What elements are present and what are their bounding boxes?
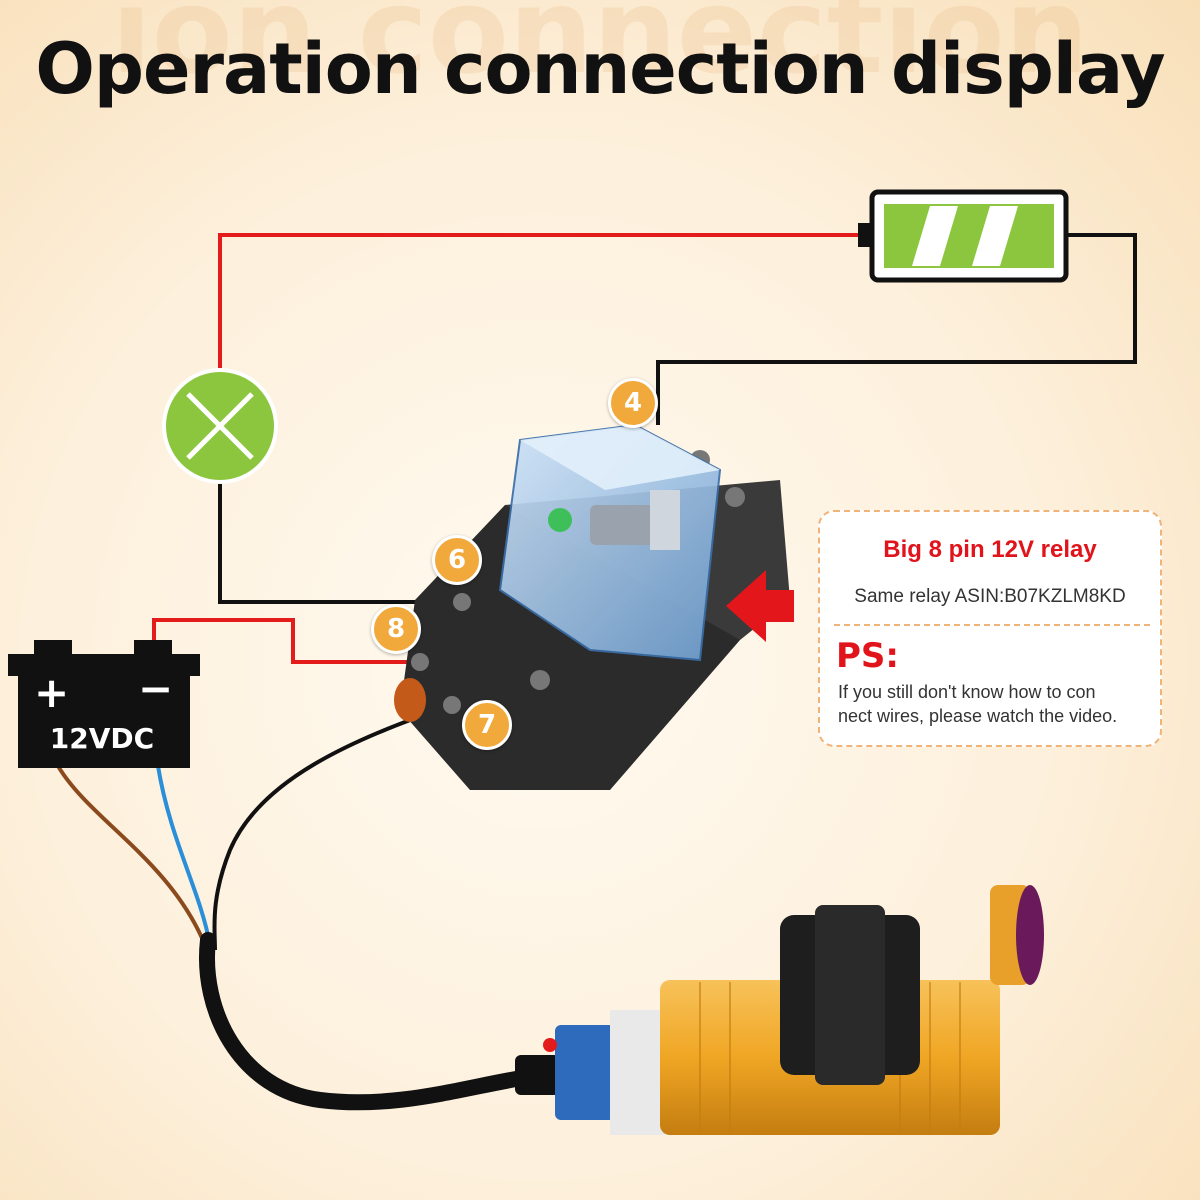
power-supply-plus: + bbox=[34, 668, 70, 717]
relay-case bbox=[498, 423, 722, 662]
photoelectric-sensor bbox=[515, 885, 1044, 1135]
wire-red-top bbox=[218, 233, 858, 382]
callout-note: If you still don't know how to con nect … bbox=[838, 680, 1160, 728]
power-supply-12vdc bbox=[8, 640, 200, 768]
sensor-cable bbox=[199, 932, 548, 1111]
callout-heading: Big 8 pin 12V relay bbox=[883, 536, 1097, 563]
relay-info-callout: Big 8 pin 12V relay Same relay ASIN:B07K… bbox=[818, 510, 1162, 747]
callout-divider bbox=[834, 624, 1150, 626]
pin-7-badge: 7 bbox=[462, 700, 512, 750]
wire-black-lamp-to-pin6 bbox=[218, 470, 462, 604]
callout-note-line2: nect wires, please watch the video. bbox=[838, 706, 1118, 726]
pin-4-badge: 4 bbox=[608, 378, 658, 428]
page-title: Operation connection display bbox=[35, 28, 1165, 110]
callout-note-line1: If you still don't know how to con bbox=[838, 682, 1096, 702]
wire-black-sensor-to-pin7 bbox=[212, 703, 453, 951]
lamp-icon bbox=[162, 368, 278, 484]
power-supply-label: 12VDC bbox=[49, 722, 155, 755]
background-watermark: ion connection bbox=[111, 0, 1089, 100]
wire-black-battery-to-pin4 bbox=[656, 233, 1137, 425]
power-supply-minus: − bbox=[138, 664, 174, 713]
wire-brown bbox=[56, 764, 207, 946]
battery-icon bbox=[858, 189, 1069, 283]
callout-subheading: Same relay ASIN:B07KZLM8KD bbox=[854, 586, 1126, 607]
pin-6-badge: 6 bbox=[432, 535, 482, 585]
pointer-arrow bbox=[726, 570, 794, 642]
wire-red-12v-to-pin8 bbox=[152, 618, 413, 664]
callout-ps-label: PS: bbox=[836, 636, 900, 676]
wire-blue bbox=[156, 765, 212, 946]
pin-8-badge: 8 bbox=[371, 604, 421, 654]
